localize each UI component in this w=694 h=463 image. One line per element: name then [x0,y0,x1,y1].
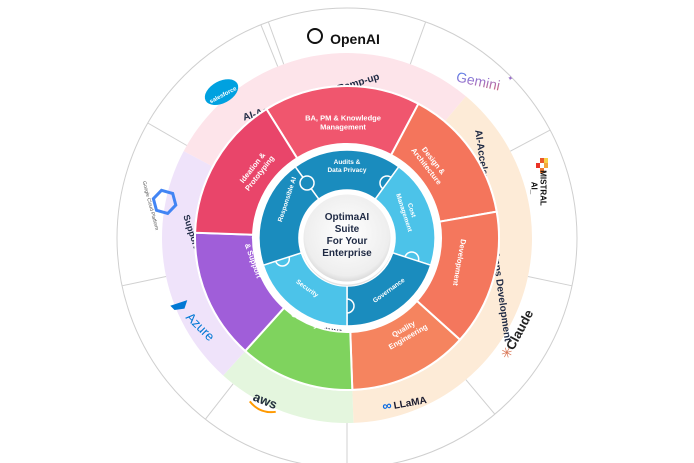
vendor-divider-line [147,122,188,146]
vendor-divider-line [409,21,427,65]
mistral-icon [536,158,548,173]
gcp-icon [151,188,178,216]
azure-icon [170,300,188,311]
vendor-divider-line [527,275,573,287]
vendor-name-line: MISTRAL [539,170,548,206]
vendor-divider-line [510,129,551,152]
puzzle-label-line: Data Privacy [327,167,366,174]
mistral-icon-block [544,163,548,168]
puzzle-label-line: Cost [406,202,417,219]
phase-arc-ai-accelerated-kt-ramp-up [183,52,466,167]
vendor-name-line: AI_ [530,182,539,195]
puzzle-label: Audits &Data Privacy [327,159,366,174]
vendor-logos: OpenAI✦GeminiMISTRALAI_✳Claude∞LLaMAawsA… [141,28,548,414]
segment-label-line: Management [320,123,366,132]
gemini-icon: ✦ [507,74,515,83]
puzzle-label-group: Audits &Data Privacy [327,159,366,174]
aws-icon [248,400,276,414]
center-title-line1: OptimaAI [325,212,370,223]
phase-arc-ai-accelerated-product-apps-development [352,96,532,423]
openai-icon [307,28,323,44]
center-title-line2: Suite [335,224,360,235]
segment-label-line: BA, PM & Knowledge [305,114,381,123]
vendor-name-line: OpenAI [330,31,380,47]
center-hub [300,191,394,285]
vendor-divider-line [260,24,279,67]
vendor-dividers [121,21,573,463]
phase-arc-ai-assisted-product-support-maintenance [162,151,245,376]
mistral-icon-block [540,158,544,163]
mistral-icon-block [536,163,540,168]
puzzle-piece-responsible-ai [258,165,320,267]
vendor-divider-line [205,383,234,420]
vendor-divider-line [465,379,496,415]
mistral-icon-block [540,168,544,173]
salesforce-icon [204,79,239,105]
vendor-name: OpenAI [330,31,380,47]
center-title-line4: Enterprise [322,248,372,259]
puzzle-ring: Audits &Data PrivacyCostManagementGovern… [258,149,436,327]
center-title-line3: For Your [327,236,368,247]
vendor-logo-mistral-ai: MISTRALAI_ [530,158,548,206]
puzzle-label-line: Audits & [334,159,361,166]
mistral-icon-block [544,158,548,163]
vendor-name: MISTRALAI_ [530,170,548,206]
vendor-divider-line [267,21,285,65]
vendor-divider-line [121,275,167,287]
vendor-logo-openai: OpenAI [307,28,380,47]
phase-arc-ai-assisted-product-modernization [223,351,354,423]
segment-ideation-prototyping [194,107,299,236]
puzzle-knob [299,175,315,191]
meta-icon: ∞ [381,397,393,413]
